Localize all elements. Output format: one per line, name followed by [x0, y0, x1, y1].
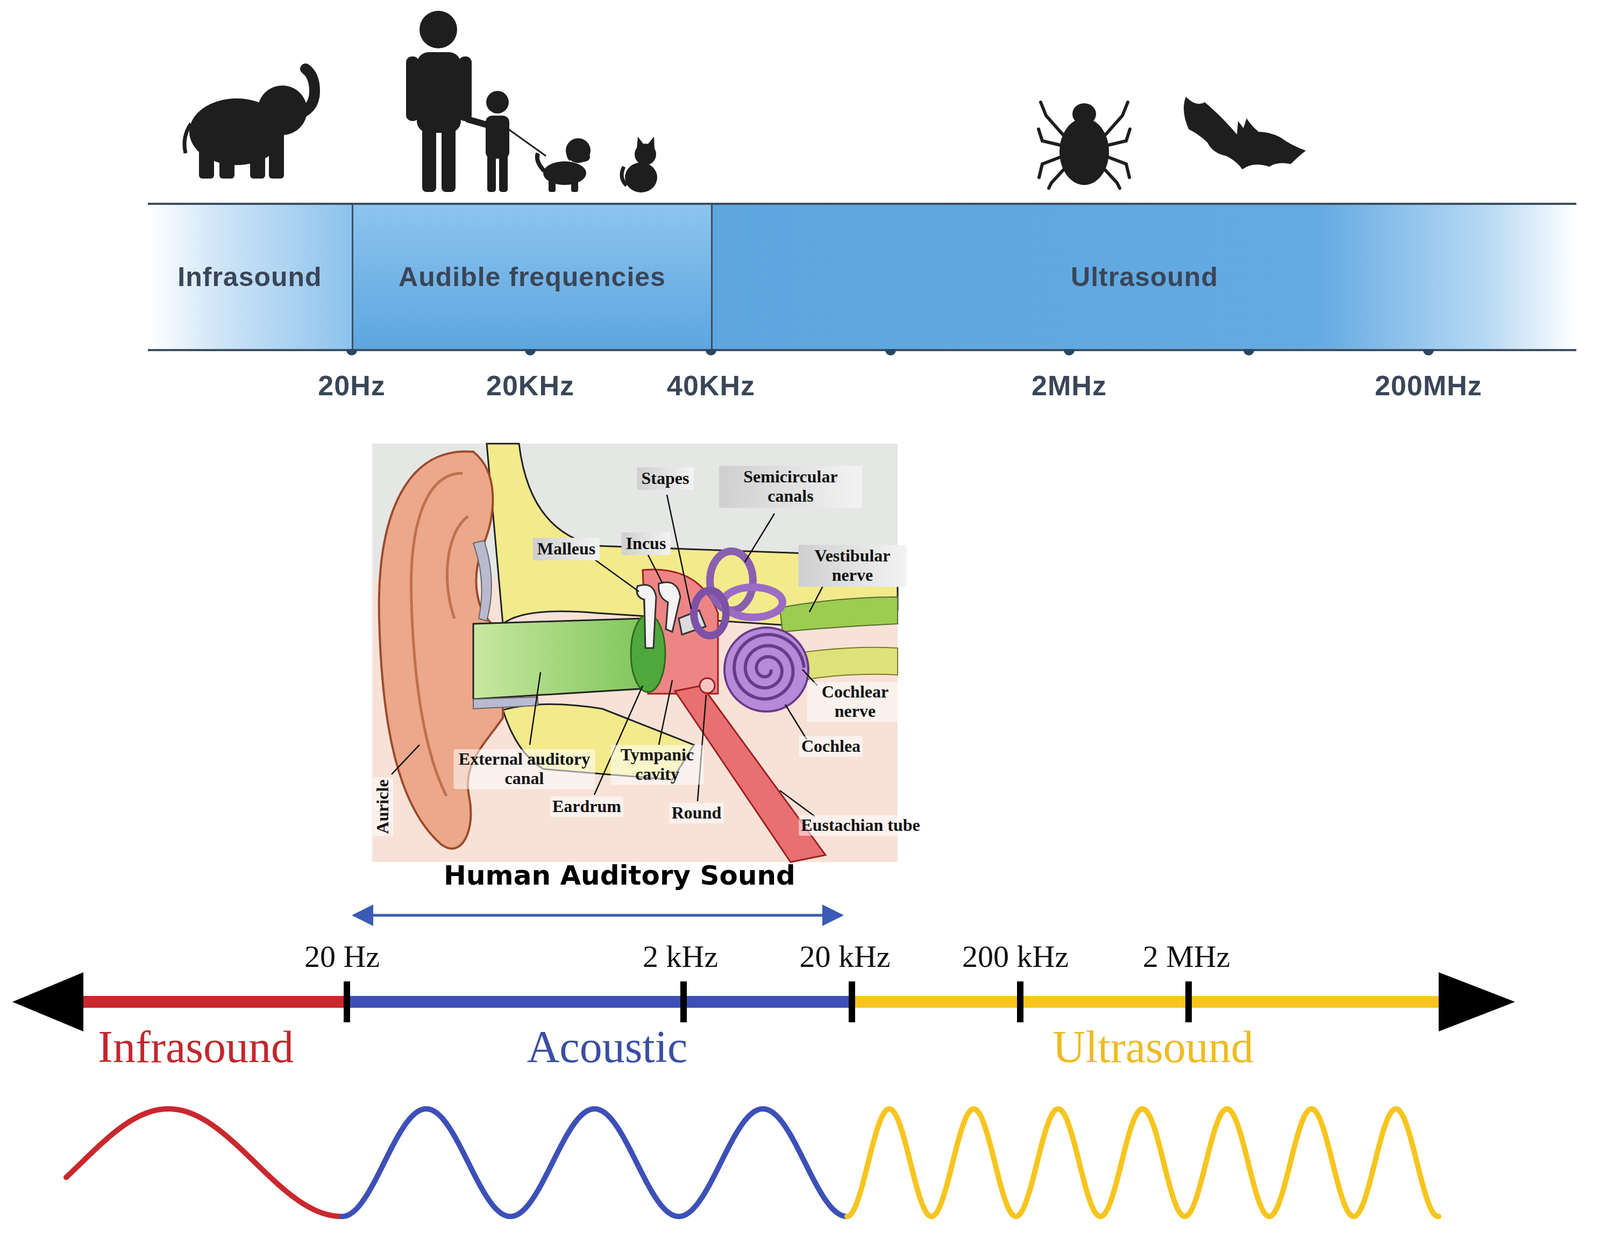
part-name: Eardrum	[550, 796, 624, 817]
part-name: Cochlear nerve	[807, 681, 903, 722]
axis-value: 200MHz	[1374, 369, 1483, 402]
part-name: Semicircular canals	[719, 465, 863, 508]
axis-value: 20 kHz	[799, 938, 891, 975]
part-name: Auricle	[372, 777, 394, 836]
axis-ticks	[343, 981, 1192, 1023]
axis-value: 20KHz	[486, 369, 575, 402]
axis-value: 2MHz	[1031, 369, 1107, 402]
axis-value: 40KHz	[666, 369, 756, 402]
leader-lines	[391, 494, 823, 817]
ear-anatomy	[372, 443, 898, 863]
range-title: Human Auditory Sound	[443, 859, 796, 892]
part-name: Vestibular nerve	[798, 544, 907, 587]
frequency-band: Ultrasound	[710, 204, 1577, 350]
part-name: Incus	[621, 532, 671, 556]
axis-value: 200 kHz	[962, 938, 1069, 975]
part-name: Tympanic cavity	[610, 744, 704, 785]
frequency-band: Audible frequencies	[351, 204, 711, 350]
cochlea-spiral	[734, 634, 805, 700]
part-name: Malleus	[532, 537, 600, 561]
range-name: Ultrasound	[1052, 1020, 1254, 1073]
part-name: External auditory canal	[453, 749, 596, 789]
range-name: Infrasound	[97, 1020, 294, 1073]
part-name: Eustachian tube	[798, 815, 922, 836]
band-label: Ultrasound	[1070, 261, 1219, 293]
waves	[66, 1108, 1439, 1217]
wave	[847, 1108, 1439, 1217]
axis-value: 2 MHz	[1142, 938, 1231, 975]
wave	[66, 1108, 342, 1217]
animal-silhouettes	[184, 10, 1306, 193]
part-name: Cochlea	[799, 736, 863, 757]
band-label: Audible frequencies	[398, 261, 666, 293]
range-name: Acoustic	[527, 1020, 688, 1073]
axis-value: 2 kHz	[642, 938, 718, 975]
wave	[342, 1108, 847, 1217]
band-label: Infrasound	[177, 261, 322, 293]
frequency-band: Infrasound	[147, 204, 352, 350]
cochlea-spiral-line	[734, 634, 805, 700]
part-name: Stapes	[637, 467, 694, 490]
axis-value: 20Hz	[317, 369, 386, 402]
axis-value: 20 Hz	[304, 938, 380, 975]
part-name: Round	[669, 802, 724, 824]
